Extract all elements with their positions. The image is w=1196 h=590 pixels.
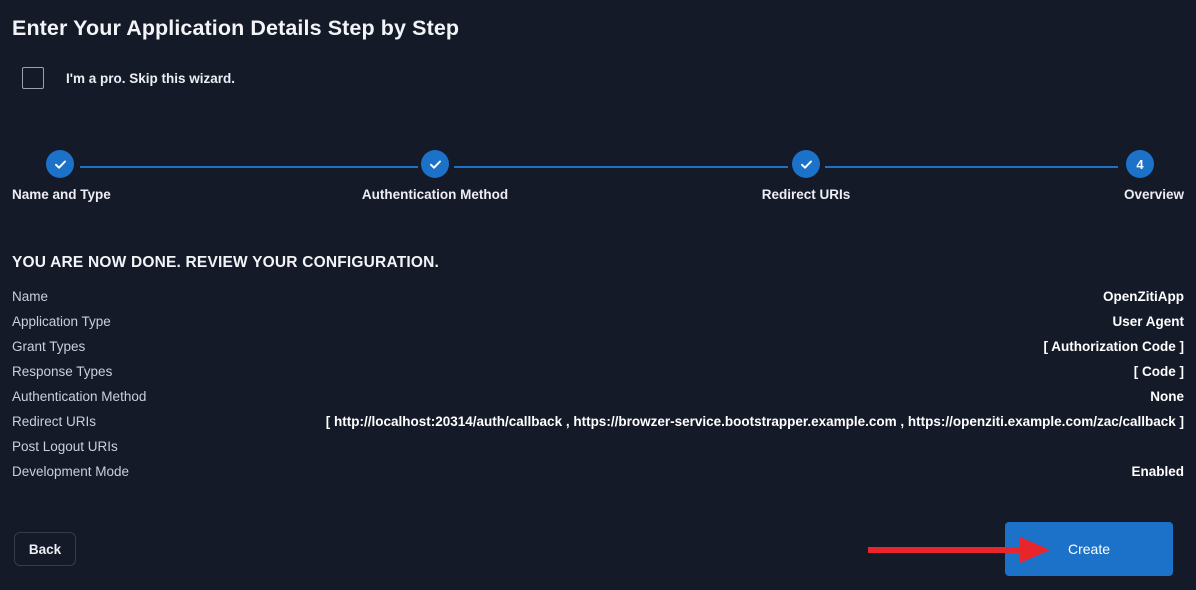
summary-key-name: Name [12, 289, 49, 304]
summary-key-development-mode: Development Mode [12, 464, 130, 479]
summary-row: Redirect URIs [ http://localhost:20314/a… [12, 414, 1184, 439]
skip-wizard-checkbox[interactable] [22, 67, 44, 89]
summary-row: Authentication Method None [12, 389, 1184, 414]
summary-row: Name OpenZitiApp [12, 289, 1184, 314]
summary-key-response-types: Response Types [12, 364, 113, 379]
summary-value-authentication-method: None [1150, 389, 1184, 404]
step-label-overview: Overview [1123, 187, 1184, 202]
stepper-step-overview[interactable]: 4 Overview [884, 150, 1184, 202]
summary-row: Development Mode Enabled [12, 464, 1184, 489]
summary-value-name: OpenZitiApp [1103, 289, 1184, 304]
stepper-connector-1 [80, 166, 418, 168]
configuration-summary: Name OpenZitiApp Application Type User A… [12, 289, 1184, 489]
step-check-icon[interactable] [46, 150, 74, 178]
create-button[interactable]: Create [1005, 522, 1173, 576]
step-label-name-and-type: Name and Type [12, 187, 111, 202]
summary-value-response-types: [ Code ] [1133, 364, 1184, 379]
summary-value-grant-types: [ Authorization Code ] [1043, 339, 1184, 354]
step-number-badge[interactable]: 4 [1126, 150, 1154, 178]
skip-wizard-row: I'm a pro. Skip this wizard. [22, 67, 235, 89]
summary-value-redirect-uris: [ http://localhost:20314/auth/callback ,… [325, 414, 1184, 429]
stepper-connector-2 [454, 166, 788, 168]
step-check-icon[interactable] [792, 150, 820, 178]
wizard-stepper: Name and Type Authentication Method Redi… [0, 150, 1196, 216]
step-label-redirect-uris: Redirect URIs [761, 187, 851, 202]
summary-key-grant-types: Grant Types [12, 339, 86, 354]
summary-key-authentication-method: Authentication Method [12, 389, 147, 404]
summary-value-application-type: User Agent [1112, 314, 1184, 329]
stepper-step-redirect-uris[interactable]: Redirect URIs [706, 150, 906, 202]
summary-row: Grant Types [ Authorization Code ] [12, 339, 1184, 364]
summary-row: Response Types [ Code ] [12, 364, 1184, 389]
stepper-step-authentication-method[interactable]: Authentication Method [335, 150, 535, 202]
summary-key-redirect-uris: Redirect URIs [12, 414, 97, 429]
page-title: Enter Your Application Details Step by S… [12, 16, 460, 40]
review-heading: YOU ARE NOW DONE. REVIEW YOUR CONFIGURAT… [12, 254, 440, 271]
step-check-icon[interactable] [421, 150, 449, 178]
back-button[interactable]: Back [14, 532, 76, 566]
summary-key-post-logout-uris: Post Logout URIs [12, 439, 118, 454]
stepper-connector-3 [825, 166, 1118, 168]
skip-wizard-label[interactable]: I'm a pro. Skip this wizard. [66, 70, 235, 86]
step-label-authentication-method: Authentication Method [361, 187, 509, 202]
summary-key-application-type: Application Type [12, 314, 111, 329]
summary-row: Application Type User Agent [12, 314, 1184, 339]
summary-value-development-mode: Enabled [1131, 464, 1184, 479]
stepper-step-name-and-type[interactable]: Name and Type [12, 150, 312, 202]
summary-row: Post Logout URIs [12, 439, 1184, 464]
